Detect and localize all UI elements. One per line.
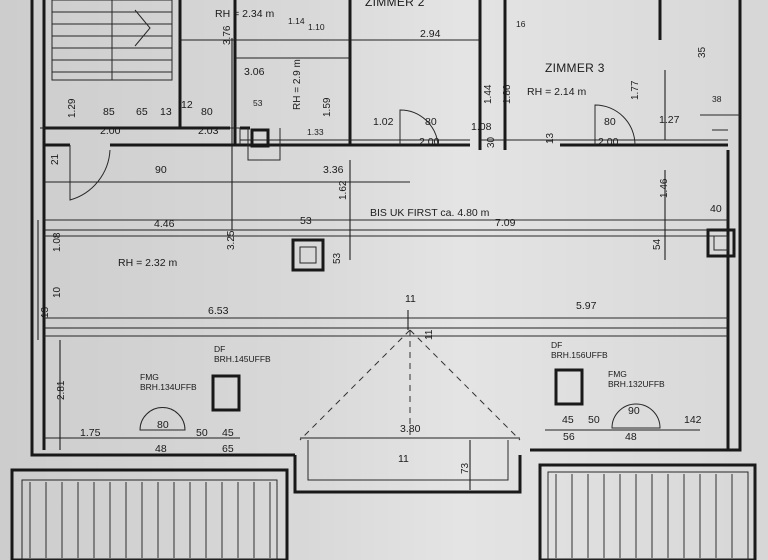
dim-45a: 45 [222,427,234,439]
dim-306: 3.06 [244,66,265,78]
dim-129: 1.29 [67,98,78,118]
dim-11a: 11 [405,293,416,305]
df-right-brh-label: BRH.156UFFB [551,350,608,360]
df-left-label: DF [214,344,225,354]
dim-45b: 45 [562,414,574,426]
dim-13a: 13 [160,106,172,118]
dim-80a: 80 [201,106,213,118]
dim-12: 12 [181,99,193,111]
dim-144: 1.44 [483,84,494,104]
dim-50a: 50 [196,427,208,439]
dim-294: 2.94 [420,28,441,40]
dim-380: 3.80 [400,423,421,435]
fmg-right-brh-label: BRH.132UFFB [608,379,665,389]
dim-16: 16 [516,19,526,29]
dim-110: 1.10 [308,22,325,32]
dimension-lines [37,38,728,490]
terrace-right [538,463,757,560]
dim-53b: 53 [300,215,312,227]
staircase [51,0,173,81]
doors [69,104,636,201]
dim-133: 1.33 [307,127,324,137]
labels: RH = 2.34 m ZIMMER 2 ZIMMER 3 RH = 2.14 … [40,0,722,474]
dim-146: 1.46 [659,178,670,198]
rh-vertical-label: RH = 2.9 m [292,59,303,110]
note-uk-first-label: BIS UK FIRST ca. 4.80 m [370,207,490,219]
dim-108b: 1.08 [52,232,63,252]
dim-177: 1.77 [630,80,641,100]
room-zimmer-2-label: ZIMMER 2 [365,0,425,9]
walls [30,0,742,457]
dim-53c: 53 [332,252,343,264]
dim-65: 65 [136,106,148,118]
dim-200a: 2.00 [100,125,121,137]
dim-80c: 80 [604,116,616,128]
dim-159: 1.59 [322,97,333,117]
rh-main-label: RH = 2.32 m [118,257,177,269]
dim-709: 7.09 [495,217,516,229]
dim-38: 38 [712,94,722,104]
dim-102: 1.02 [373,116,394,128]
dim-54: 54 [652,238,663,250]
dim-65b: 65 [222,443,234,455]
roof-ridge-lines [299,329,521,441]
dim-48a: 48 [155,443,167,455]
terrace-left [10,468,289,560]
dim-127: 1.27 [659,114,680,126]
terrace-hatching [29,474,733,558]
dim-203: 2.03 [198,125,219,137]
dim-10: 10 [52,286,63,298]
dim-80b: 80 [425,116,437,128]
dim-162: 1.62 [338,180,349,200]
dim-80d: 80 [157,419,169,431]
dim-281: 2.81 [56,380,67,400]
fmg-left-label: FMG [140,372,159,382]
dim-90: 90 [155,164,167,176]
dim-597: 5.97 [576,300,597,312]
df-right-label: DF [551,340,562,350]
rh-top-left-label: RH = 2.34 m [215,8,274,20]
fmg-right-label: FMG [608,369,627,379]
dim-50b: 50 [588,414,600,426]
dim-73: 73 [460,462,471,474]
dim-53a: 53 [253,98,263,108]
dim-48b: 48 [625,431,637,443]
roof-windows [139,368,661,431]
dim-336: 3.36 [323,164,344,176]
dim-40: 40 [710,203,722,215]
chimneys [250,128,736,272]
room-zimmer-3-label: ZIMMER 3 [545,61,605,75]
dim-446: 4.46 [154,218,175,230]
dim-13c: 13 [40,306,51,318]
dim-325: 3.25 [226,230,237,250]
rh-zimmer-3-label: RH = 2.14 m [527,86,586,98]
fmg-left-brh-label: BRH.134UFFB [140,382,197,392]
dim-108: 1.08 [471,121,492,133]
dim-56: 56 [563,431,575,443]
dim-376: 3.76 [222,25,233,45]
dim-200c: 2.00 [598,136,619,148]
dim-13b: 13 [545,132,556,144]
dim-30: 30 [486,136,497,148]
dim-11b: 11 [424,329,435,340]
dim-114: 1.14 [288,16,305,26]
dim-142: 142 [684,414,702,426]
dim-186: 1.86 [502,84,513,104]
df-left-brh-label: BRH.145UFFB [214,354,271,364]
dim-21: 21 [50,153,61,165]
dim-200b: 2.00 [419,136,440,148]
dormer [293,440,522,494]
dim-85: 85 [103,106,115,118]
dim-11c: 11 [398,453,409,465]
dim-175: 1.75 [80,427,101,439]
dim-90b: 90 [628,405,640,417]
dim-35: 35 [697,46,708,58]
dim-653: 6.53 [208,305,229,317]
